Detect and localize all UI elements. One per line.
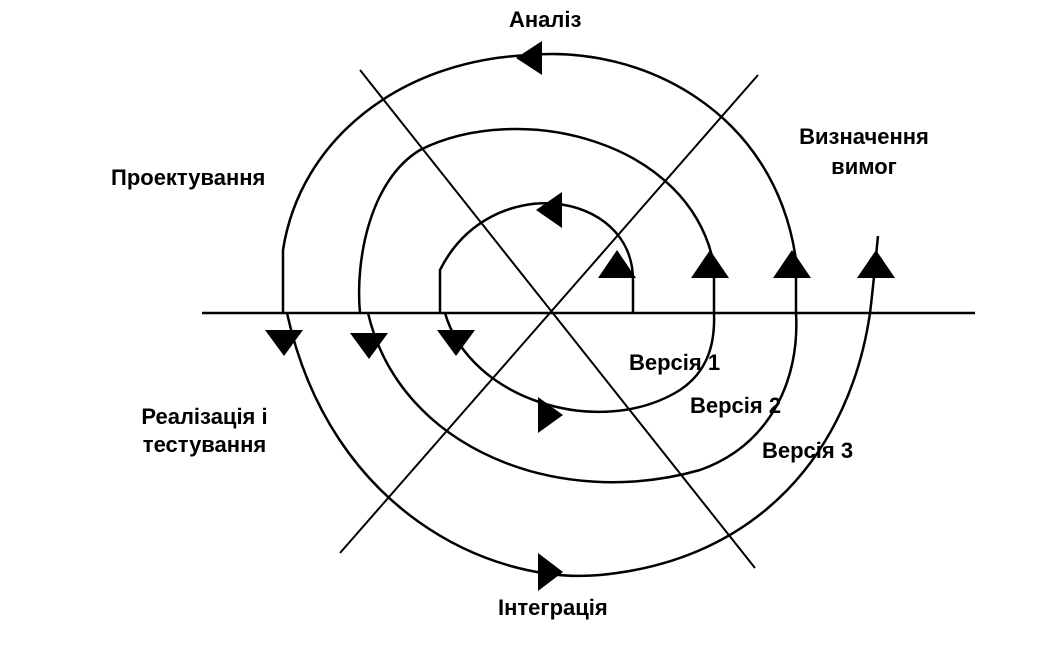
arrow-up-icon [598, 250, 636, 278]
arrow-down-icon [265, 330, 303, 356]
arrow-down-icon [350, 333, 388, 359]
arrow-right-icon [538, 397, 563, 433]
implementation-label: Реалізація і тестування [122, 404, 287, 458]
analysis-label: Аналіз [509, 7, 582, 32]
implementation-label-line1: Реалізація і [141, 404, 268, 429]
spiral-loop-1 [438, 202, 716, 414]
arrow-down-icon [437, 330, 475, 356]
diagonal-axis-rising [339, 74, 759, 554]
diagonal-axis-falling [359, 69, 756, 569]
arrow-left-icon [536, 192, 562, 228]
requirements-label-line2: вимог [831, 154, 897, 179]
version-3-label: Версія 3 [762, 438, 854, 463]
version-1-label: Версія 1 [629, 350, 721, 375]
arrow-up-icon [857, 250, 895, 278]
arrow-up-icon [773, 250, 811, 278]
requirements-label: Визначення вимог [783, 124, 945, 180]
version-2-label: Версія 2 [690, 393, 782, 418]
arrow-left-icon [516, 41, 542, 75]
arrow-up-icon [691, 250, 729, 278]
implementation-label-line2: тестування [142, 432, 267, 457]
arrow-right-icon [538, 553, 563, 591]
design-label: Проектування [111, 165, 266, 190]
requirements-label-line1: Визначення [799, 124, 929, 149]
spiral-loop-2 [357, 127, 798, 484]
integration-label: Інтеграція [498, 595, 608, 620]
